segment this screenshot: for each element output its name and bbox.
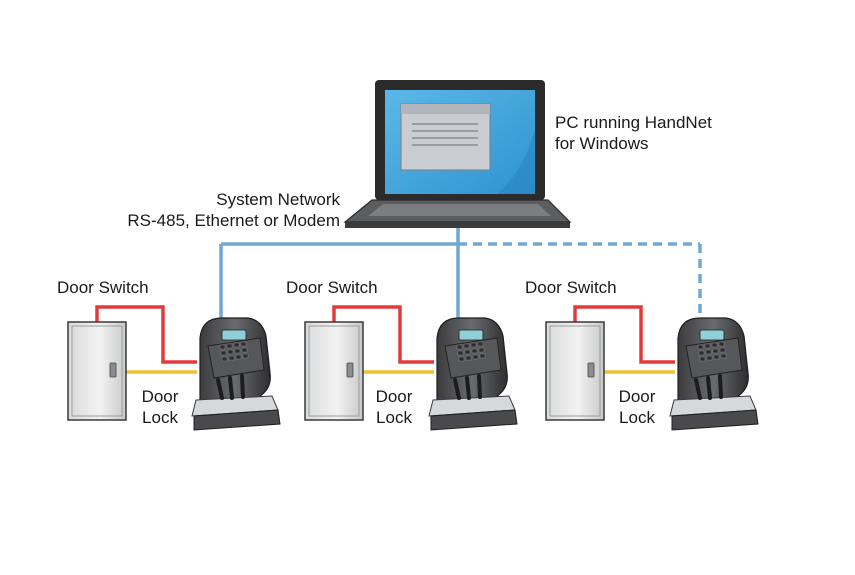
door-lock-label-line1: Door: [141, 387, 179, 406]
switch-wire-1: [95, 305, 197, 364]
pc-label-line2: for Windows: [555, 134, 649, 153]
network-wiring: [219, 226, 702, 322]
door-icon: [304, 321, 364, 421]
hand-reader-icon: [427, 316, 519, 432]
door-switch-label-2: Door Switch: [286, 278, 378, 297]
door-switch-label-1: Door Switch: [57, 278, 149, 297]
network-label-line2: RS-485, Ethernet or Modem: [127, 211, 340, 230]
door-lock-label-line2: Lock: [619, 408, 655, 427]
door-icon: [67, 321, 127, 421]
switch-wire-2: [332, 305, 434, 364]
door-icon: [545, 321, 605, 421]
network-label-line1: System Network: [216, 190, 340, 209]
switch-wire-3: [573, 305, 675, 364]
hand-reader-icon: [668, 316, 760, 432]
door-lock-label-2: Door Lock: [364, 386, 424, 428]
door-lock-label-line1: Door: [618, 387, 656, 406]
door-station-3: [545, 305, 760, 432]
door-lock-label-line2: Lock: [142, 408, 178, 427]
door-station-2: [304, 305, 519, 432]
network-label: System Network RS-485, Ethernet or Modem: [100, 189, 340, 231]
door-lock-label-line2: Lock: [376, 408, 412, 427]
door-switch-label-3: Door Switch: [525, 278, 617, 297]
door-lock-label-1: Door Lock: [130, 386, 190, 428]
door-lock-label-line1: Door: [375, 387, 413, 406]
pc-label-line1: PC running HandNet: [555, 113, 712, 132]
laptop-icon: [343, 80, 572, 228]
pc-label: PC running HandNet for Windows: [555, 112, 712, 154]
door-station-1: [67, 305, 282, 432]
door-lock-label-3: Door Lock: [607, 386, 667, 428]
hand-reader-icon: [190, 316, 282, 432]
